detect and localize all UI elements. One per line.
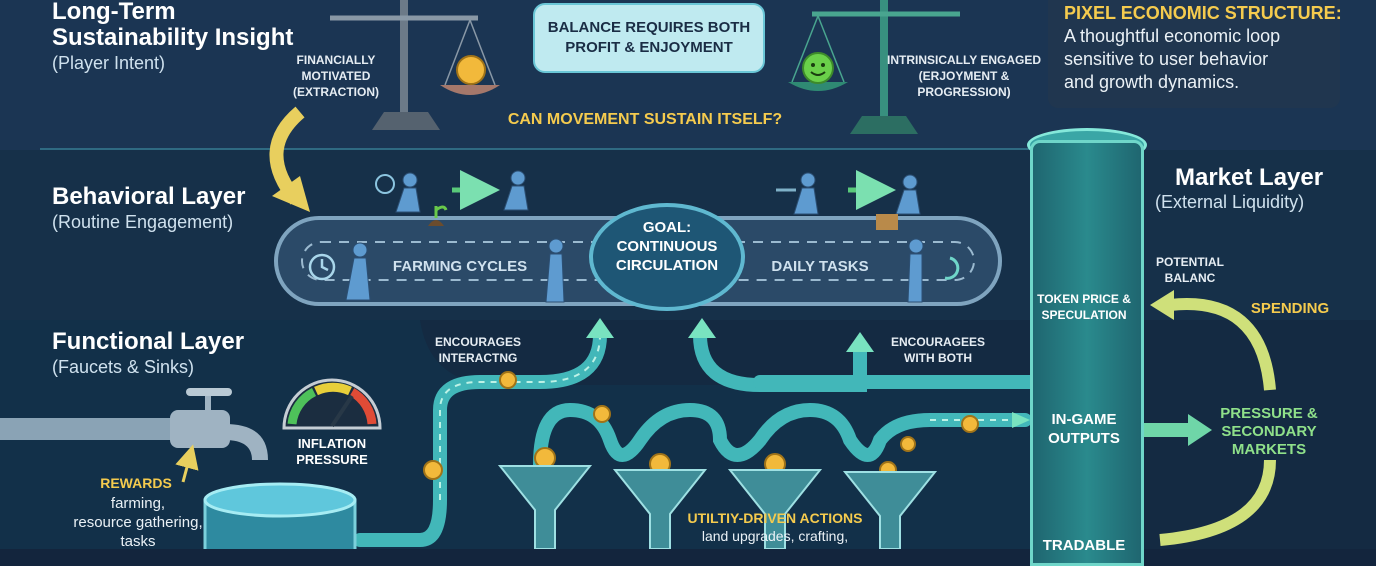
financial-line-1: FINANCIALLY <box>282 52 390 68</box>
behavioral-title: Behavioral Layer <box>52 183 245 211</box>
functional-title: Functional Layer <box>52 328 244 356</box>
in-game-outputs-label: IN-GAME OUTPUTS <box>1032 410 1136 448</box>
pressure-line-2: SECONDARY <box>1214 423 1324 441</box>
pressure-line-3: MARKETS <box>1214 441 1324 459</box>
goal-line-2: CONTINUOUS <box>589 237 745 256</box>
inflation-line-2: PRESSURE <box>282 452 382 468</box>
bubble-line-2: PROFIT & ENJOYMENT <box>535 38 763 58</box>
market-pillar <box>1030 140 1144 566</box>
spending-arrow <box>1150 290 1174 320</box>
market-subtitle: (External Liquidity) <box>1155 192 1304 213</box>
encourages-right-line-2: WITH BOTH <box>880 350 996 366</box>
long-term-subtitle: (Player Intent) <box>52 53 165 74</box>
pressure-label: PRESSURE & SECONDARY MARKETS <box>1214 405 1324 459</box>
smiley-icon <box>803 53 833 83</box>
goal-label: GOAL: CONTINUOUS CIRCULATION <box>589 218 745 275</box>
inflation-label: INFLATION PRESSURE <box>282 436 382 468</box>
encourages-left-line-1: ENCOURAGES <box>420 334 536 350</box>
pressure-line-1: PRESSURE & <box>1214 405 1324 423</box>
inflation-line-1: INFLATION <box>282 436 382 452</box>
token-line-1: TOKEN PRICE & <box>1032 291 1136 307</box>
daily-tasks-label: DAILY TASKS <box>760 259 880 275</box>
pressure-arrow <box>1188 414 1212 446</box>
balance-bubble: BALANCE REQUIRES BOTH PROFIT & ENJOYMENT <box>533 3 765 73</box>
spending-label: SPENDING <box>1240 301 1340 317</box>
financial-line-3: (EXTRACTION) <box>282 84 390 100</box>
intrinsic-line-3: PROGRESSION) <box>884 84 1044 100</box>
financial-line-2: MOTIVATED <box>282 68 390 84</box>
utility-detail: land upgrades, crafting, <box>680 528 870 544</box>
intrinsic-line-1: INTRINSICALLY ENGAGED <box>884 52 1044 68</box>
rewards-detail: farming, resource gathering, tasks <box>40 494 236 551</box>
structure-line-3: and growth dynamics. <box>1064 72 1239 93</box>
encourages-left-label: ENCOURAGES INTERACTNG <box>420 334 536 366</box>
rewards-detail-1: farming, <box>40 494 236 513</box>
behavioral-subtitle: (Routine Engagement) <box>52 212 233 233</box>
encourages-right-label: ENCOURAGEES WITH BOTH <box>880 334 996 366</box>
farming-cycles-label: FARMING CYCLES <box>380 259 540 275</box>
tradable-label: TRADABLE <box>1032 538 1136 554</box>
long-term-title: Long-Term <box>52 0 176 26</box>
goal-line-3: CIRCULATION <box>589 256 745 275</box>
sustain-question: CAN MOVEMENT SUSTAIN ITSELF? <box>470 112 820 128</box>
rewards-label: REWARDS <box>72 475 200 491</box>
token-line-2: SPECULATION <box>1032 307 1136 323</box>
rewards-detail-3: tasks <box>40 532 236 551</box>
financial-label: FINANCIALLY MOTIVATED (EXTRACTION) <box>282 52 390 100</box>
intrinsic-line-2: (ERJOYMENT & <box>884 68 1044 84</box>
functional-subtitle: (Faucets & Sinks) <box>52 357 194 378</box>
rewards-detail-2: resource gathering, <box>40 513 236 532</box>
crate-icon <box>876 214 898 230</box>
coin-icon <box>457 56 485 84</box>
goal-line-1: GOAL: <box>589 218 745 237</box>
utility-label: UTILTIY-DRIVEN ACTIONS <box>680 510 870 526</box>
intrinsic-label: INTRINSICALLY ENGAGED (ERJOYMENT & PROGR… <box>884 52 1044 100</box>
potential-line-1: POTENTIAL <box>1148 254 1232 270</box>
potential-label: POTENTIAL BALANC <box>1148 254 1232 286</box>
market-title: Market Layer <box>1175 164 1323 192</box>
outputs-line-2: OUTPUTS <box>1032 429 1136 448</box>
structure-line-2: sensitive to user behavior <box>1064 49 1268 70</box>
structure-title: PIXEL ECONOMIC STRUCTURE: <box>1064 3 1342 24</box>
timer-icon <box>376 175 394 193</box>
encourages-right-line-1: ENCOURAGEES <box>880 334 996 350</box>
token-price-label: TOKEN PRICE & SPECULATION <box>1032 291 1136 323</box>
bubble-line-1: BALANCE REQUIRES BOTH <box>535 18 763 38</box>
long-term-title-2: Sustainability Insight <box>52 24 293 52</box>
encourages-left-line-2: INTERACTNG <box>420 350 536 366</box>
structure-line-1: A thoughtful economic loop <box>1064 26 1280 47</box>
potential-line-2: BALANC <box>1148 270 1232 286</box>
outputs-line-1: IN-GAME <box>1032 410 1136 429</box>
